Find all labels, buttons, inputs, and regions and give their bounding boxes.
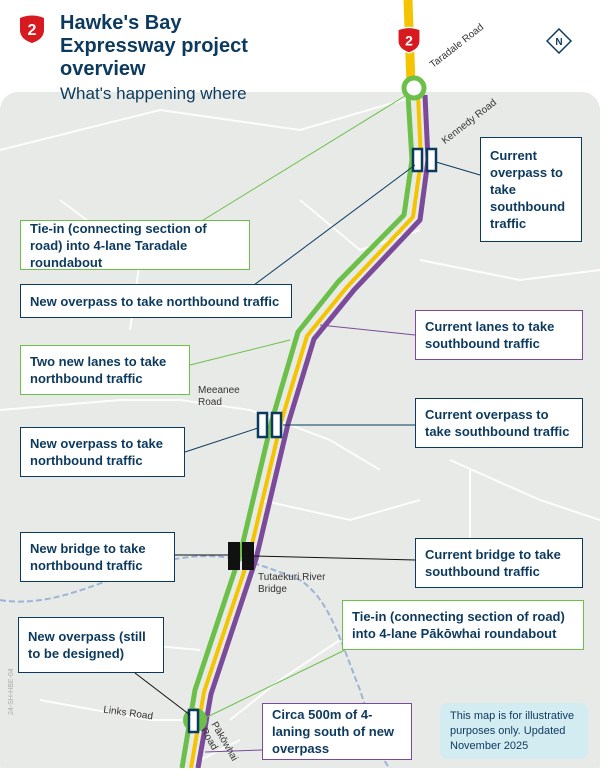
callout-current-bridge: Current bridge to take southbound traffi… [415,538,583,588]
callout-tiein-taradale: Tie-in (connecting section of road) into… [20,220,250,270]
road-label-meeanee: Meeanee Road [198,385,240,408]
callout-new-bridge: New bridge to take northbound traffic [20,532,175,582]
page-subtitle: What's happening where [60,84,247,103]
taradale-roundabout [401,75,427,101]
svg-text:2: 2 [405,33,413,49]
new-northbound-lanes [179,94,415,768]
current-bridge [242,542,254,570]
header: Hawke's Bay Expressway project overview … [60,12,300,105]
callout-current-overpass-south-1: Current overpass to take southbound traf… [480,137,582,242]
disclaimer-note: This map is for illustrative purposes on… [440,703,588,759]
road-label-tutaekuri-bridge: Tutaekuri River Bridge [258,572,326,595]
callout-current-lanes-south: Current lanes to take southbound traffic [415,310,583,360]
svg-text:2: 2 [28,22,37,39]
svg-text:N: N [555,37,562,48]
callout-new-overpass-north-2: New overpass to take northbound traffic [20,427,185,477]
sh2-shield-icon: 2 [20,15,44,43]
overpasses [187,147,438,734]
callout-current-overpass-south-2: Current overpass to take southbound traf… [415,398,583,448]
leader-lines [134,95,481,753]
map-code: 24-SH-HBE-04 [8,668,15,715]
callout-circa-500m: Circa 500m of 4-laning south of new over… [262,703,412,760]
callout-tiein-pakowhai: Tie-in (connecting section of road) into… [342,600,584,650]
callout-new-overpass-north-1: New overpass to take northbound traffic [20,284,292,318]
north-arrow-icon: N [545,27,573,55]
page-title: Hawke's Bay Expressway project overview [60,12,248,80]
route-lanes [179,94,431,768]
existing-road [189,94,423,768]
callout-new-overpass-tbd: New overpass (still to be designed) [18,617,164,673]
new-bridge [228,542,240,570]
callout-two-new-lanes: Two new lanes to take northbound traffic [20,345,190,395]
route-shield-icon: 2 [397,26,421,54]
current-southbound-lanes [195,94,431,768]
